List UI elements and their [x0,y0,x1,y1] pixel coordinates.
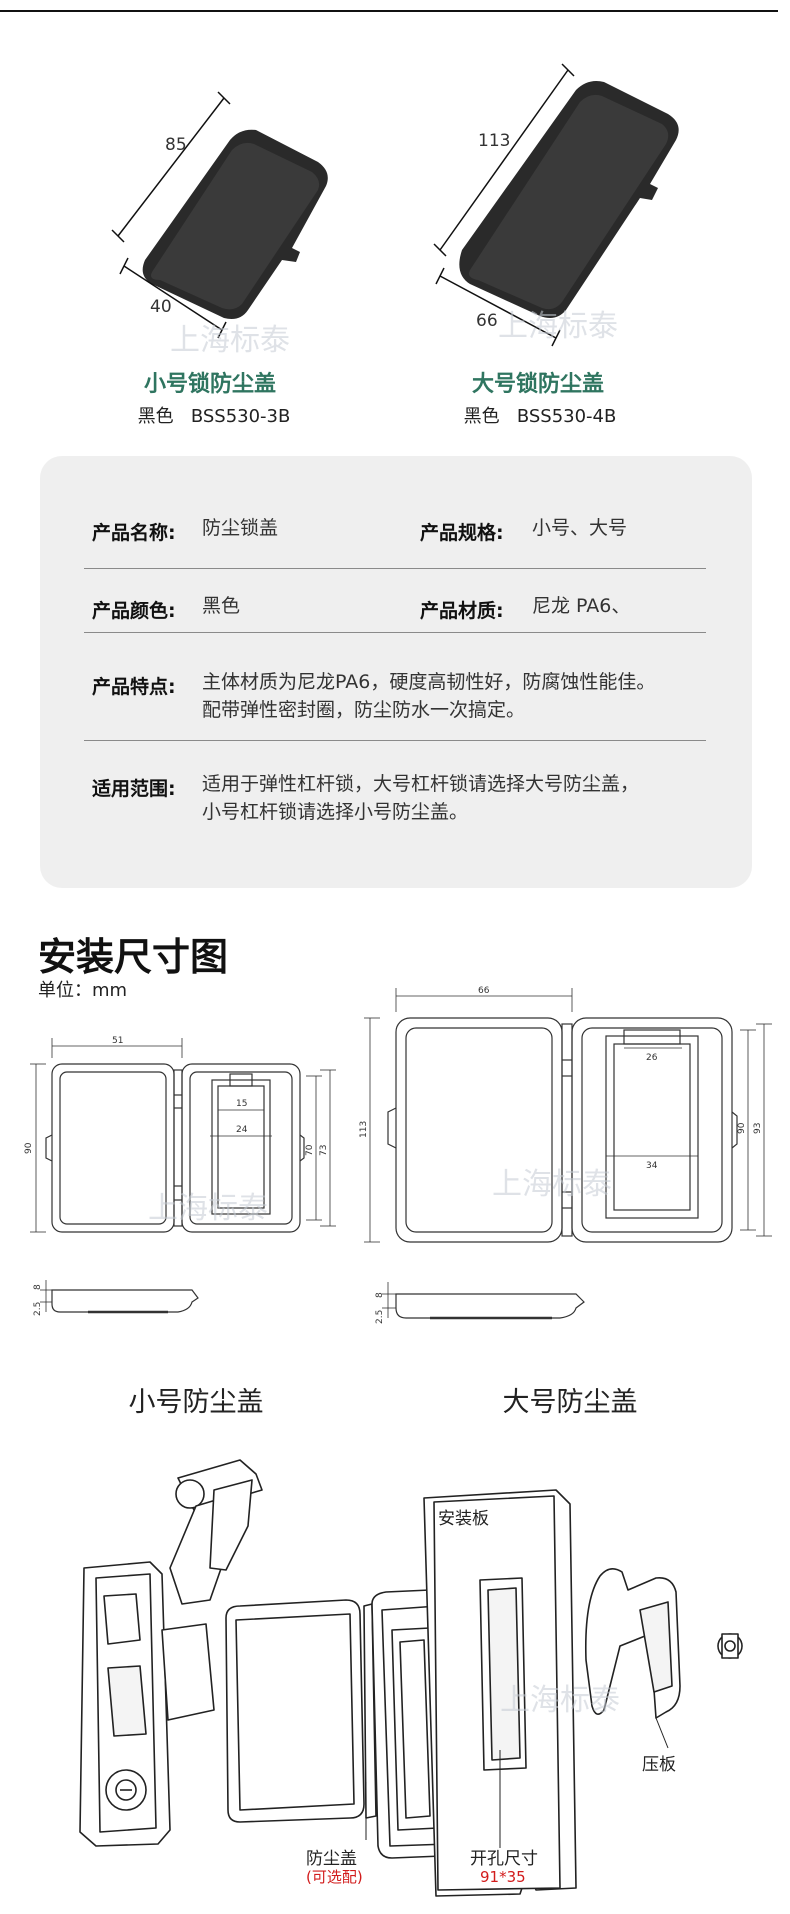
spec-size-label: 产品规格: [420,522,504,544]
clamp-plate-label: 压板 [642,1755,676,1775]
small-product-color: 黑色 [137,406,174,427]
small-h70-dim: 70 [305,1144,315,1156]
spec-divider-3 [84,740,706,741]
large-dim-long: 113 [478,131,510,151]
large-dim-short: 66 [476,311,498,331]
dimension-drawings: 51 90 15 24 70 73 8 2.5 66 113 26 34 90 … [24,986,772,1324]
spec-color-value: 黑色 [202,595,241,617]
spec-color-label: 产品颜色: [92,600,176,622]
large-width-dim: 66 [478,986,490,996]
product-photos: 85 40 113 66 上海标泰 上海标泰 [111,63,679,358]
large-h93-dim: 93 [753,1123,763,1134]
small-caption: 小号防尘盖 [128,1387,264,1418]
small-h73-dim: 73 [319,1145,329,1156]
spec-feature-label: 产品特点: [92,676,176,698]
screw [717,1633,743,1659]
assembly-illustration: 安装板 防尘盖 (可选配) 开孔尺寸 91*35 压板 上海标泰 [79,1459,743,1897]
watermark-drawing-2: 上海标泰 [492,1167,612,1202]
small-thickness-8: 8 [33,1284,43,1290]
top-rule [0,10,778,12]
spec-scope-label: 适用范围: [92,778,176,800]
spec-material-label: 产品材质: [420,600,504,622]
large-thickness-8: 8 [375,1292,385,1298]
small-product-name: 小号锁防尘盖 [143,372,276,397]
small-thickness-25: 2.5 [33,1302,43,1316]
small-inner-width-dim: 24 [236,1125,248,1135]
spec-scope-line-1: 适用于弹性杠杆锁，大号杠杆锁请选择大号防尘盖， [202,773,640,795]
dust-cover-optional-note: (可选配) [306,1868,363,1886]
large-height-dim: 113 [359,1121,369,1138]
spec-name-label: 产品名称: [92,522,176,544]
spec-divider-2 [84,632,706,633]
mounting-plate-label: 安装板 [438,1509,489,1529]
cutout-size-value: 91*35 [480,1868,526,1886]
small-drawing [30,1038,336,1314]
large-product-spec: 黑色 BSS530-4B [420,402,660,428]
large-caption: 大号防尘盖 [502,1387,638,1418]
large-cover-photo [433,63,679,347]
spec-feature-line-2: 配带弹性密封圈，防尘防水一次搞定。 [202,699,526,721]
watermark-drawing-1: 上海标泰 [148,1191,268,1226]
small-cover-photo [111,91,328,339]
large-inner-width-dim: 34 [646,1161,658,1171]
unit-label: 单位：mm [38,980,128,1001]
lever-lock [79,1459,263,1847]
mounting-plate [423,1489,577,1897]
spec-scope-line-2: 小号杠杆锁请选择小号防尘盖。 [202,801,469,823]
watermark-photo-2: 上海标泰 [498,309,618,344]
large-drawing [364,988,772,1320]
large-product-name: 大号锁防尘盖 [471,372,604,397]
spec-divider-1 [84,568,706,569]
large-h90-dim: 90 [737,1122,747,1134]
large-product-color: 黑色 [463,406,500,427]
spec-panel: 产品名称: 防尘锁盖 产品规格: 小号、大号 产品颜色: 黑色 产品材质: 尼龙… [40,456,752,888]
dust-cover-label: 防尘盖 [306,1849,357,1869]
small-height-dim: 90 [24,1142,34,1154]
large-inner-top-dim: 26 [646,1053,658,1063]
cutout-size-label: 开孔尺寸 [470,1849,538,1869]
spec-name-value: 防尘锁盖 [202,517,279,539]
watermark-photo-1: 上海标泰 [170,323,290,358]
spec-material-value: 尼龙 PA6、 [532,595,631,617]
small-product-spec: 黑色 BSS530-3B [94,402,334,428]
small-dim-short: 40 [150,297,172,317]
dust-cover [225,1589,457,1859]
spec-feature-line-1: 主体材质为尼龙PA6，硬度高韧性好，防腐蚀性能佳。 [202,671,656,693]
small-dim-long: 85 [165,135,187,155]
small-product-model: BSS530-3B [190,406,291,427]
spec-size-value: 小号、大号 [532,517,628,539]
watermark-assembly: 上海标泰 [500,1683,620,1718]
large-product-model: BSS530-4B [516,406,617,427]
small-inner-top-dim: 15 [236,1099,247,1109]
small-width-dim: 51 [112,1036,123,1046]
section-title: 安装尺寸图 [38,935,229,979]
clamp-plate [584,1568,681,1719]
large-thickness-25: 2.5 [375,1310,385,1324]
